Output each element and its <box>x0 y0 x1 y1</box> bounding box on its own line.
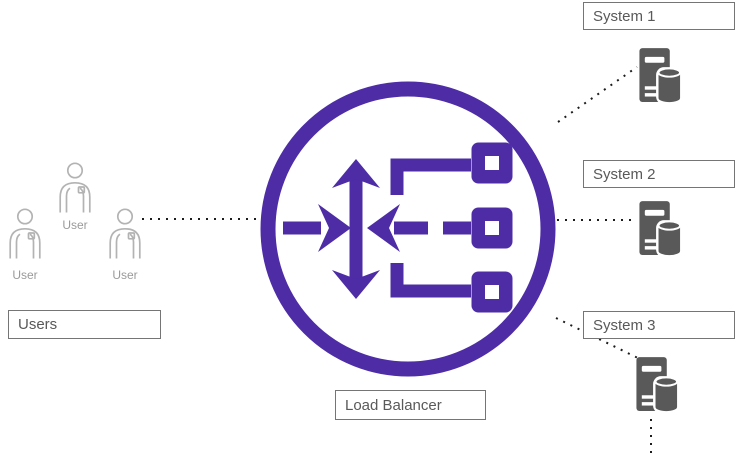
user-icon <box>7 208 43 260</box>
system-label-box: System 3 <box>583 311 735 339</box>
server-database-icon <box>633 355 680 414</box>
system-label-box: System 1 <box>583 2 735 30</box>
load-balancer-box-text: Load Balancer <box>345 396 442 414</box>
system-box-text: System 3 <box>593 316 656 334</box>
user-label: User <box>62 218 88 232</box>
users-box-text: Users <box>18 316 58 333</box>
load-balancer-label-box: Load Balancer <box>335 390 486 420</box>
users-label-box: Users <box>8 310 161 339</box>
user-icon <box>57 162 93 214</box>
load-balancer-icon <box>256 77 560 381</box>
user-icon <box>107 208 143 260</box>
user-label: User <box>112 268 138 282</box>
dotted-connector-lb-system1 <box>557 66 638 123</box>
system-box-text: System 2 <box>593 165 656 183</box>
system-label-box: System 2 <box>583 160 735 188</box>
system-box-text: System 1 <box>593 7 656 25</box>
server-database-icon <box>636 46 683 105</box>
server-database-icon <box>636 199 683 258</box>
user-label: User <box>12 268 38 282</box>
